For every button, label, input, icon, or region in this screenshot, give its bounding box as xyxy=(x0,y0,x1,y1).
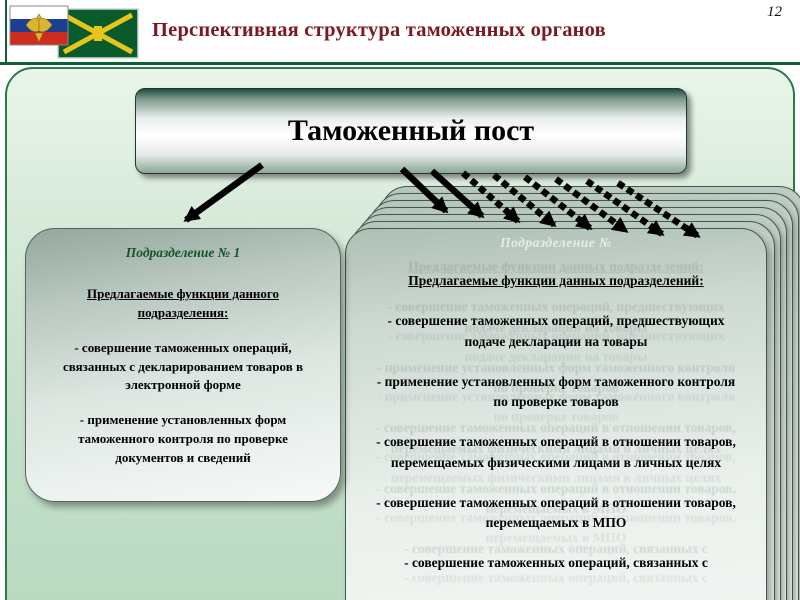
page-number: 12 xyxy=(767,4,782,20)
function-item: применение установленных форм таможенног… xyxy=(374,372,738,413)
flags xyxy=(6,2,146,60)
function-item: совершение таможенных операций, связанны… xyxy=(374,553,738,573)
subdivision-1-title: Подразделение № 1 xyxy=(125,245,241,260)
function-item: совершение таможенных операций в отношен… xyxy=(374,432,738,473)
flag-icons xyxy=(9,5,139,59)
function-item: совершение таможенных операций, предшест… xyxy=(374,311,738,352)
function-item: совершение таможенных операций, связанны… xyxy=(46,339,320,396)
subdivisions-heading: Предлагаемые функции данных подразделени… xyxy=(408,273,704,288)
coat-of-arms-icon xyxy=(25,13,53,43)
header: Перспективная структура таможенных орган… xyxy=(0,0,800,65)
function-item: применение установленных форм таможенног… xyxy=(46,411,320,468)
subdivision-1-card: Подразделение № 1 Предлагаемые функции д… xyxy=(25,228,341,502)
customs-flag-icon xyxy=(57,8,139,59)
slide-body: Таможенный пост Подразделение № Предлага… xyxy=(0,65,800,600)
function-item: совершение таможенных операций в отношен… xyxy=(374,493,738,534)
slide-title: Перспективная структура таможенных орган… xyxy=(152,19,606,41)
subdivision-1-heading: Предлагаемые функции данного подразделен… xyxy=(86,286,280,320)
subdivisions-card: Подразделение № Предлагаемые функции дан… xyxy=(345,228,767,600)
root-box-customs-post: Таможенный пост xyxy=(135,88,687,174)
ghost-subdivision-title: Подразделение № xyxy=(500,235,612,250)
